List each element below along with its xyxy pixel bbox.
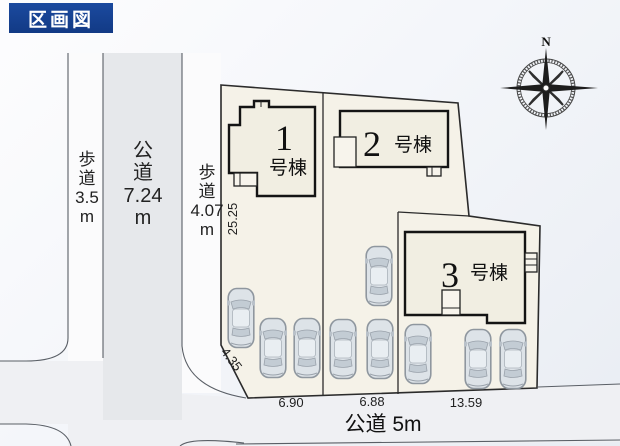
building-2-number: 2 <box>363 124 381 164</box>
parked-car <box>464 328 492 390</box>
building-1-suffix: 号棟 <box>269 157 307 179</box>
road-label-segment: 道 <box>198 182 216 202</box>
parked-car <box>259 317 287 379</box>
measurement-lot1-frontage: 6.90 <box>278 395 303 410</box>
parked-car <box>293 317 321 379</box>
road-network <box>0 53 620 446</box>
parked-car <box>365 245 393 307</box>
road-label-segment: 道 <box>133 162 153 185</box>
building-1: 1 号棟 <box>227 99 317 198</box>
intersection-band <box>68 420 218 446</box>
parked-car <box>227 287 255 349</box>
bottom-road-band <box>182 384 620 446</box>
building-3-suffix: 号棟 <box>470 262 508 284</box>
building-3: 3 号棟 <box>403 230 538 325</box>
road-label-segment: 歩 <box>198 163 216 182</box>
title-badge: 区画図 <box>9 3 113 33</box>
parked-car <box>329 318 357 380</box>
building-2-step <box>426 166 442 177</box>
building-2: 2 号棟 <box>333 109 450 177</box>
right-sidewalk-band <box>182 53 221 393</box>
road-label-segment: m <box>79 207 95 227</box>
road-label-segment: m <box>134 207 152 230</box>
building-2-outline <box>338 109 450 169</box>
road-label-segment: 7.24 <box>123 184 163 207</box>
building-3-outline <box>403 230 527 325</box>
lot3-top-boundary <box>397 211 470 217</box>
compass-rose-icon: N <box>500 34 598 130</box>
road-label-segment: 4.07 <box>190 201 224 221</box>
road-label-segment: 公 <box>133 140 153 162</box>
building-3-porch <box>441 289 461 316</box>
title-badge-label: 区画図 <box>27 9 94 31</box>
building-3-number: 3 <box>441 255 459 295</box>
bottom-road-label: 公道 5m <box>344 413 421 436</box>
left-road-band <box>0 361 103 424</box>
measurement-lot2-frontage: 6.88 <box>359 394 384 409</box>
bottom-road-bottom-edge <box>235 439 620 445</box>
vertical-road-band <box>103 53 182 446</box>
building-2-suffix: 号棟 <box>394 134 432 156</box>
road-label-segment: 歩 <box>78 150 96 169</box>
building-3-stairs <box>524 252 538 273</box>
parked-car <box>404 323 432 385</box>
corner-curve-ne <box>181 345 247 399</box>
building-2-porch <box>333 136 357 168</box>
measurement-left-boundary: 25.25 <box>225 203 240 236</box>
compass-north-label: N <box>541 34 551 49</box>
road-label-segment: m <box>199 220 215 240</box>
parked-car <box>366 318 394 380</box>
road-label-segment: 3.5 <box>75 188 99 208</box>
corner-curve-se <box>179 440 245 446</box>
building-1-outline <box>227 99 317 198</box>
road-label-segment: 道 <box>78 169 96 189</box>
parked-car <box>499 328 527 390</box>
building-1-number: 1 <box>275 118 293 158</box>
measurement-lot3-frontage: 13.59 <box>450 395 483 410</box>
bottom-road-top-edge <box>537 383 620 388</box>
corner-curve-nw <box>0 337 69 362</box>
building-1-porch <box>233 172 258 187</box>
corner-curve-sw <box>0 423 72 446</box>
